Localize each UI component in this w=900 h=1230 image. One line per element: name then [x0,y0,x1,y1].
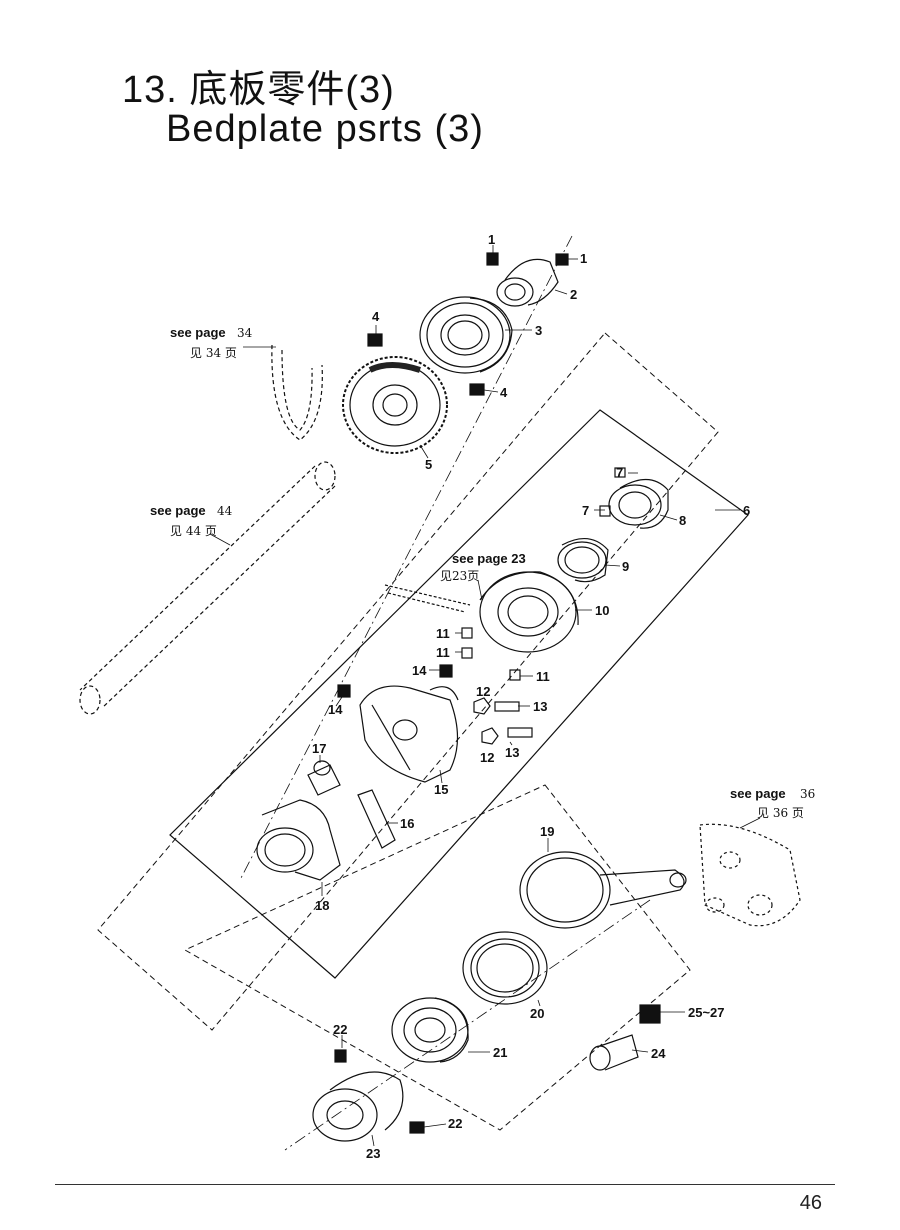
callout: 22 [448,1116,462,1131]
ref-en: see page [150,503,206,518]
part-2-collar [496,258,559,307]
group-box-outer [97,332,719,1031]
part-13-screw [507,727,533,738]
part-14-setscrew [439,664,453,678]
part-15-hook-body [359,685,459,783]
part-19-eccentric [519,851,687,929]
ref-en: see page 23 [452,551,526,566]
part-8-collar [608,478,669,529]
callout: 4 [500,385,508,400]
pin-ref [384,584,471,613]
ref-num: 36 [800,787,815,801]
callout: 6 [743,503,750,518]
page-number: 46 [799,1192,822,1214]
center-axis-line [239,235,573,881]
callout: 7 [616,465,623,480]
ref-en: see page [170,325,226,340]
callout: 11 [436,645,450,660]
callout: 5 [425,457,432,472]
ref-label-page44: see page 44 见 44 页 [150,503,233,538]
callout: 8 [679,513,686,528]
callout: 17 [312,741,326,756]
timing-belt-ref [271,344,323,441]
page-title-en: Bedplate psrts (3) [166,108,484,150]
part-24-pin [589,1034,639,1071]
callout: 11 [436,626,450,641]
part-7-setscrew [614,467,626,478]
callout: 7 [582,503,589,518]
linkage-ref [699,823,801,927]
callout: 18 [315,898,329,913]
callout: 9 [622,559,629,574]
callout: 23 [366,1146,380,1161]
ref-num: 44 [217,504,233,518]
part-4-setscrew [367,333,383,347]
callout: 22 [333,1022,347,1037]
group-box-lower [183,784,691,1131]
part-22-setscrew [334,1049,347,1063]
callout: 3 [535,323,542,338]
callout: 19 [540,824,554,839]
callouts: 1 1 2 3 4 4 5 6 7 7 8 9 10 11 11 11 12 1… [312,232,750,1161]
callout: 13 [533,699,547,714]
callout: 13 [505,745,519,760]
ref-cn: 见23页 [440,569,479,583]
ref-en: see page [730,786,786,801]
callout: 20 [530,1006,544,1021]
part-21-bearing [391,997,469,1063]
part-5-pulley [342,356,448,454]
part-9-sleeve [557,538,609,583]
part-12-nut [481,727,499,745]
part-3-bearing [419,296,513,374]
part-11-screw [509,669,521,681]
callout: 1 [488,232,495,247]
part-23-collar [312,1071,404,1142]
part-18-bracket [256,799,341,881]
callout: 24 [651,1046,666,1061]
part-7-setscrew [599,505,611,517]
part-25-27-needle-bearing [639,1004,661,1024]
shaft-ref [79,461,336,715]
part-1-setscrew [555,253,569,266]
callout: 10 [595,603,609,618]
part-4-setscrew [469,383,485,396]
callout: 25~27 [688,1005,725,1020]
callout: 12 [476,684,490,699]
page-title-cn: 13. 底板零件(3) [122,69,395,111]
ref-cn: 见 36 页 [757,806,804,820]
part-10-flange [479,571,579,653]
ref-label-page34: see page 34 见 34 页 [170,325,253,360]
ref-cn: 见 34 页 [190,346,237,360]
part-14-setscrew [337,684,351,698]
ref-num: 34 [237,326,253,340]
part-16-blade [357,789,396,849]
ref-label-page23: see page 23 见23页 [440,551,526,583]
callout: 16 [400,816,414,831]
part-20-ring [462,931,548,1005]
ref-label-page36: see page 36 见 36 页 [730,786,815,820]
callout: 15 [434,782,448,797]
callout: 21 [493,1045,507,1060]
part-11-screw [461,647,473,659]
footer-rule [55,1184,835,1185]
callout: 1 [580,251,587,266]
callout: 4 [372,309,380,324]
part-1-setscrew [486,252,499,266]
callout: 2 [570,287,577,302]
part-12-nut [473,697,491,715]
part-22-setscrew [409,1121,425,1134]
ref-cn: 见 44 页 [170,524,217,538]
part-13-screw [494,701,520,712]
callout: 14 [328,702,343,717]
part-17-stud [307,760,341,796]
callout: 12 [480,750,494,765]
callout: 14 [412,663,427,678]
part-11-screw [461,627,473,639]
group-box-inner [169,409,749,979]
callout: 11 [536,669,550,684]
